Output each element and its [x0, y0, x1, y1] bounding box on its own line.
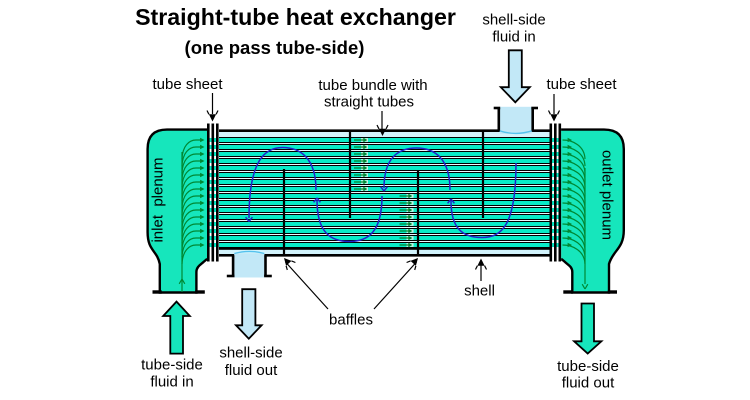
svg-text:outlet plenum: outlet plenum — [599, 150, 616, 240]
svg-text:shell-side: shell-side — [219, 345, 282, 362]
svg-text:Straight-tube heat exchanger: Straight-tube heat exchanger — [135, 4, 456, 30]
svg-text:tube-side: tube-side — [557, 358, 619, 375]
svg-text:fluid out: fluid out — [225, 362, 278, 379]
svg-text:straight tubes: straight tubes — [324, 94, 414, 111]
svg-text:shell: shell — [464, 283, 495, 300]
svg-text:tube sheet: tube sheet — [546, 76, 617, 93]
svg-text:fluid in: fluid in — [492, 29, 535, 46]
svg-text:fluid in: fluid in — [150, 374, 193, 391]
svg-text:tube sheet: tube sheet — [152, 76, 223, 93]
svg-text:tube-side: tube-side — [141, 357, 203, 374]
svg-text:shell-side: shell-side — [482, 12, 545, 29]
svg-text:inlet plenum: inlet plenum — [150, 157, 167, 242]
svg-text:(one pass tube-side): (one pass tube-side) — [185, 37, 365, 58]
svg-text:tube bundle with: tube bundle with — [318, 77, 427, 94]
svg-text:fluid out: fluid out — [562, 375, 615, 392]
svg-text:baffles: baffles — [329, 312, 373, 329]
